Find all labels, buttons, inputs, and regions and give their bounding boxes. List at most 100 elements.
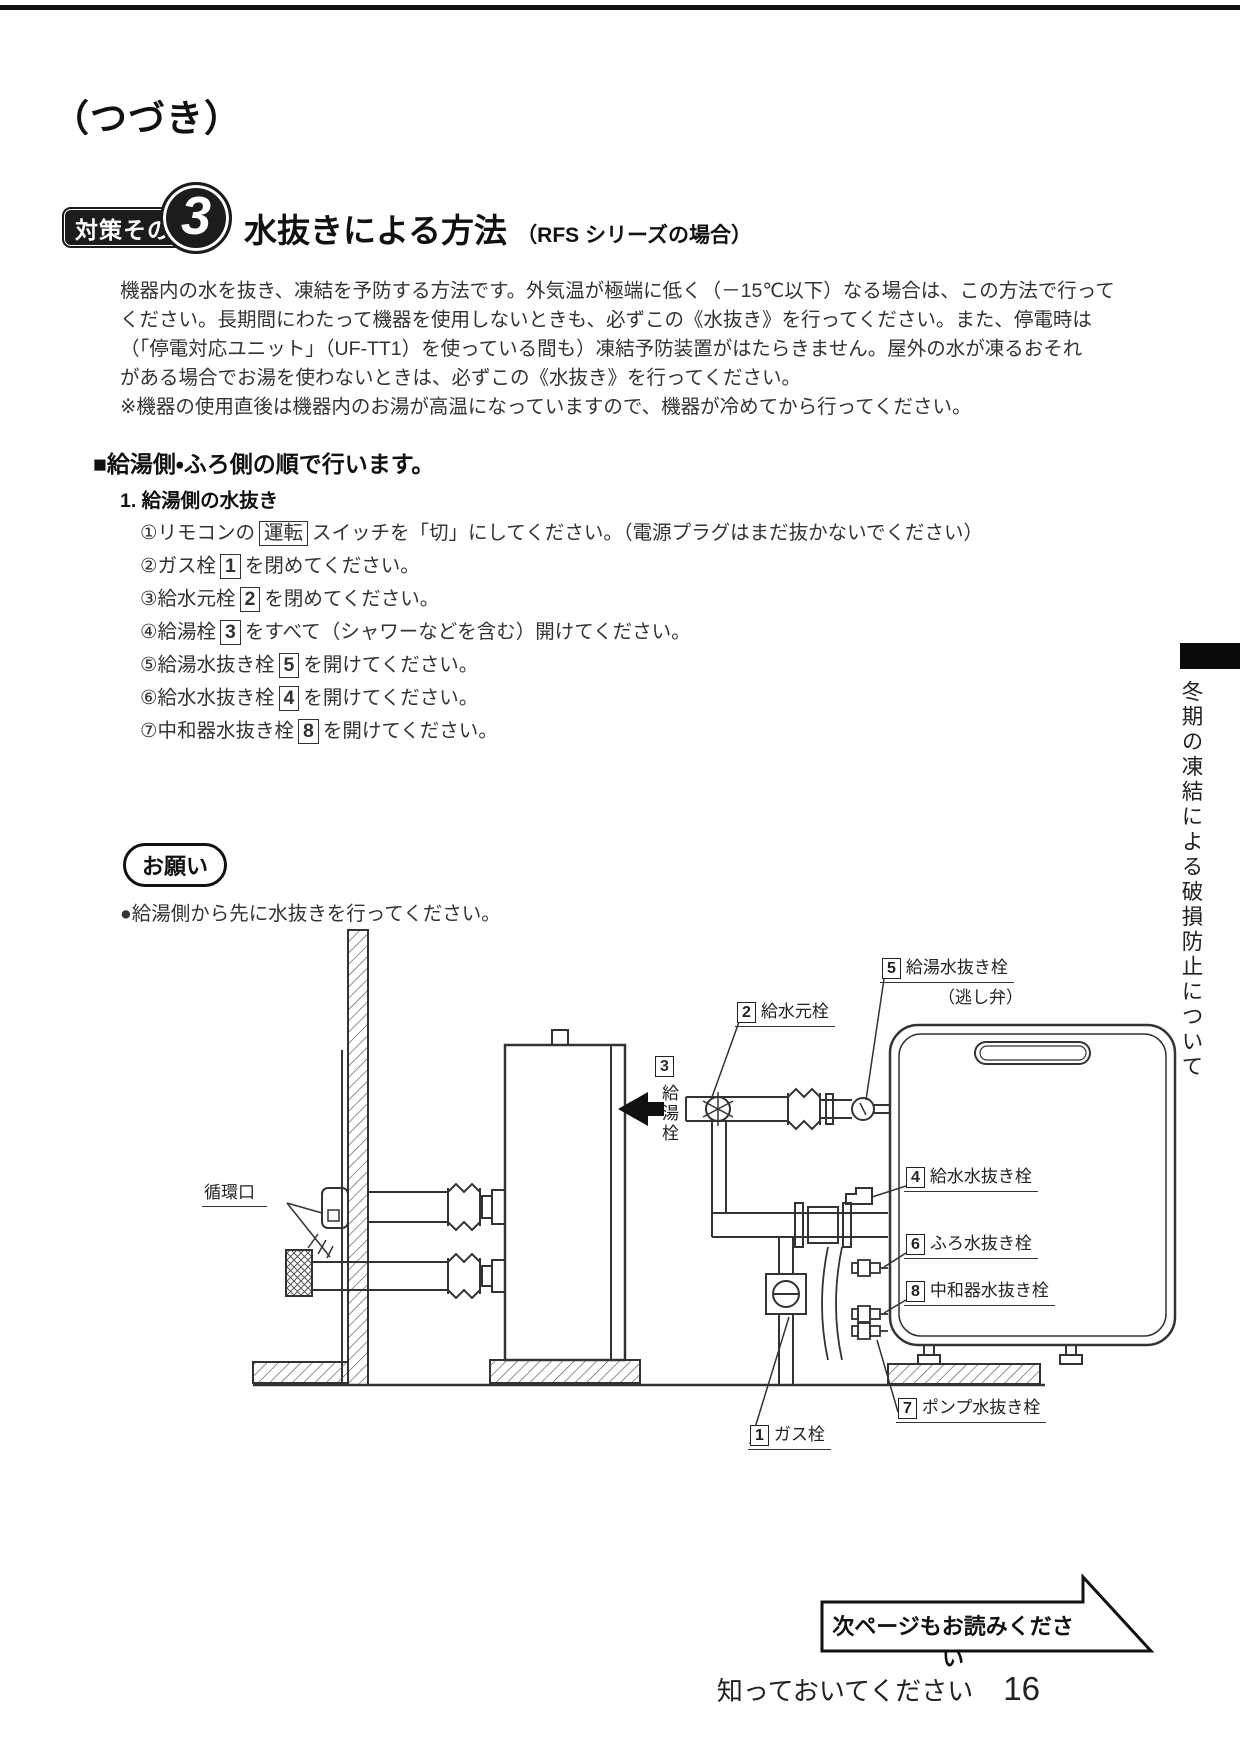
footer-section-title: 知っておいてください [716,1676,974,1706]
step-text: 給湯水抜き栓 [157,654,275,676]
wall [347,929,369,1386]
section-title-main: 水抜きによる方法 [244,212,508,249]
page-number: 16 [1003,1670,1040,1707]
ground-hatch [887,1363,1041,1385]
label-number: 1 [750,1425,769,1446]
label-number: 4 [906,1167,925,1188]
leader-lines [286,978,907,1445]
circulation-port [321,1187,349,1229]
label-number: 2 [737,1002,756,1023]
step-text: 中和器水抜き栓 [157,720,294,742]
procedure-heading: ■給湯側・ふろ側の順で行います。 [93,451,435,477]
measure-number-circle: 3 [160,182,232,254]
step-text: ガス栓 [157,555,216,577]
step-item: ①リモコンの運転スイッチを「切」にしてください。（電源プラグはまだ抜かないでくだ… [140,517,983,550]
label-hot-water-tap-number: 3 [655,1056,674,1077]
step-number: ② [140,555,158,577]
label-number: 7 [898,1398,917,1419]
intro-paragraph: 機器内の水を抜き、凍結を予防する方法です。外気温が極端に低く（－15℃以下）なる… [120,277,1115,422]
measure-number: 3 [180,186,212,246]
valve-number-box: 3 [220,620,241,645]
step-text: を開けてください。 [303,654,479,676]
step-number: ⑦ [140,720,158,742]
step-list: ①リモコンの運転スイッチを「切」にしてください。（電源プラグはまだ抜かないでくだ… [140,517,983,748]
neutralizer-drain-cock [851,1305,889,1323]
step-number: ⑥ [140,687,158,709]
label-text: 給水元栓 [760,1002,829,1021]
procedure-subheading: 1. 給湯側の水抜き [120,490,279,512]
chapter-vertical-title: 冬期の凍結による破損防止について [1179,680,1203,1080]
step-text: リモコンの [157,522,255,544]
valve-number-box: 8 [298,719,319,744]
request-badge: お願い [123,843,227,887]
label-circulation-port: 循環口 [202,1178,267,1207]
pump-drain-cock [851,1322,889,1340]
water-drain-cock [845,1187,873,1205]
request-badge-label: お願い [141,854,208,879]
relief-valve [851,1097,875,1121]
next-page-arrow [820,1573,1155,1653]
continued-heading: （つづき） [52,98,242,139]
heater-unit [888,1023,1177,1347]
valve-number-box: 2 [239,587,261,612]
ground-hatch [252,1361,349,1384]
step-text: を開けてください。 [303,687,479,709]
label-number: 8 [906,1281,925,1302]
gas-valve [765,1273,807,1315]
step-number: ⑤ [140,654,158,676]
label-number: 5 [882,958,901,979]
step-number: ① [140,522,158,544]
valve-number-box: 4 [278,686,300,711]
intro-line: 機器内の水を抜き、凍結を予防する方法です。外気温が極端に低く（－15℃以下）なる… [120,280,1115,302]
step-text: 給湯栓 [157,621,216,643]
label-text: ふろ水抜き栓 [929,1234,1032,1253]
step-number: ③ [140,588,158,610]
bath-drain-cock [851,1259,889,1277]
valve-number-box: 5 [278,653,300,678]
step-text: 給水元栓 [157,588,236,610]
section-index-tab [1180,643,1240,669]
plumbing-diagram [252,929,1177,1445]
step-text: を閉めてください。 [264,588,440,610]
switch-label-box: 運転 [259,521,309,546]
label-hot-water-tap: 給湯栓 [659,1084,678,1144]
label-hot-water-drain-sub: （逃し弁） [938,988,1023,1007]
measure-badge-label: 対策その [75,216,171,243]
intro-line: ※機器の使用直後は機器内のお湯が高温になっていますので、機器が冷めてから行ってく… [120,396,972,418]
intro-line: ください。長期間にわたって機器を使用しないときも、必ずこの《水抜き》を行ってくだ… [120,309,1092,331]
step-text: 給水水抜き栓 [157,687,275,709]
next-page-banner-text: 次ページもお読みください [832,1614,1074,1671]
label-text: ポンプ水抜き栓 [921,1398,1041,1417]
request-bullet: ●給湯側から先に水抜きを行ってください。 [120,903,501,925]
flow-arrow-left-icon [618,1092,664,1126]
intro-line: がある場合でお湯を使わないときは、必ずこの《水抜き》を行ってください。 [120,367,801,389]
label-number: 6 [906,1234,925,1255]
label-text: 給湯水抜き栓 [905,958,1008,977]
intro-line: （「停電対応ユニット」（UF-TT1）を使っている間も）凍結予防装置がはたらきま… [120,338,1083,360]
step-number: ④ [140,621,158,643]
valve-number-box: 1 [220,554,241,579]
indoor-unit [503,1043,627,1362]
label-text: 中和器水抜き栓 [929,1281,1049,1300]
label-text: ガス栓 [773,1425,825,1444]
diagram-linework [252,929,1177,1445]
page-footer: 知っておいてください 16 [655,1670,1040,1708]
top-rule [0,5,1240,10]
step-text: を開けてください。 [322,720,498,742]
step-text: スイッチを「切」にしてください。（電源プラグはまだ抜かないでください） [312,522,984,544]
section-title-note: （RFS シリーズの場合） [516,224,752,247]
step-text: をすべて（シャワーなどを含む）開けてください。 [244,621,691,643]
section-title: 水抜きによる方法 （RFS シリーズの場合） [244,204,752,252]
